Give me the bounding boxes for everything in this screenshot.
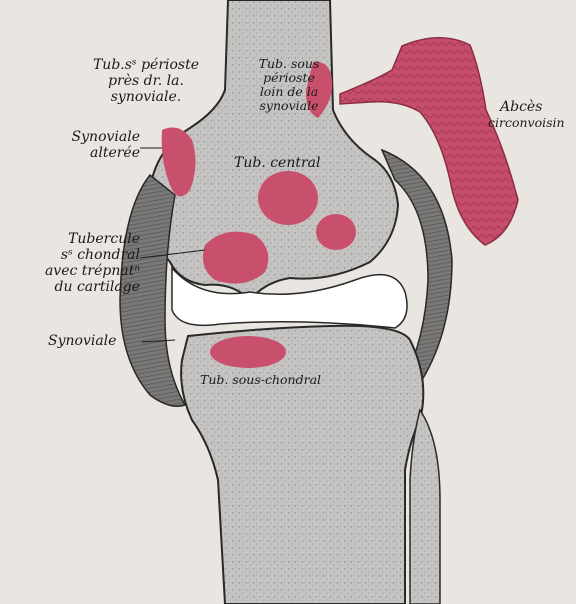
label-synoviale-alt-l1: Synoviale <box>30 130 140 144</box>
lesion-central <box>258 171 318 225</box>
label-tub-sous-l3: loin de la <box>244 86 334 98</box>
label-synoviale: Synoviale <box>48 334 116 348</box>
label-tubercule-l4: du cartilage <box>20 280 140 294</box>
label-tub-central: Tub. central <box>234 156 321 170</box>
lesion-subchondral-femur <box>203 232 268 284</box>
label-tub-sous-l4: synoviale <box>244 100 334 112</box>
label-tub-periost-l3: synoviale. <box>82 90 210 104</box>
lesion-small <box>316 214 356 250</box>
label-tub-sous-l2: périoste <box>244 72 334 84</box>
label-abces-l1: Abcès <box>500 100 542 114</box>
label-tubercule-l3: avec trépnatⁿ <box>20 264 140 278</box>
fibula-bone <box>410 410 440 604</box>
label-tub-periost-l2: près dr. la. <box>82 74 210 88</box>
label-tubercule-l2: sˢ chondral <box>20 248 140 262</box>
label-tub-periost-l1: Tub.sˢ périoste <box>82 58 210 72</box>
label-tub-sous-l1: Tub. sous <box>244 58 334 70</box>
label-tub-sous-chondral: Tub. sous-chondral <box>200 374 321 386</box>
label-abces-l2: circonvoisin <box>488 117 565 129</box>
label-synoviale-alt-l2: alterée <box>30 146 140 160</box>
label-tubercule-l1: Tubercule <box>20 232 140 246</box>
lesion-subchondral-tibia <box>210 336 286 368</box>
tibia-bone <box>181 326 423 604</box>
